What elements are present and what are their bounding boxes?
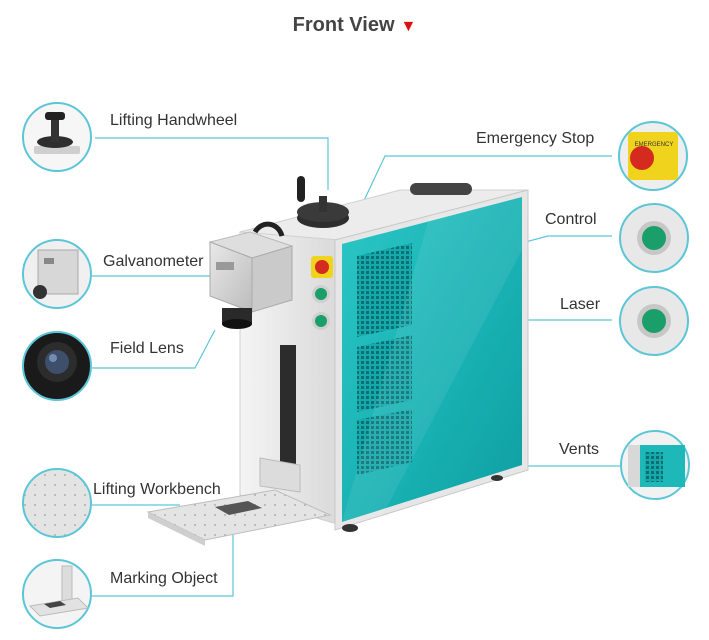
handwheel-knob bbox=[297, 176, 305, 202]
control-button bbox=[315, 288, 327, 300]
title-text: Front View bbox=[292, 14, 395, 36]
label-laser: Laser bbox=[560, 296, 601, 313]
down-triangle-icon: ▼ bbox=[400, 18, 417, 35]
foot-front bbox=[342, 524, 358, 532]
workbench-bracket bbox=[259, 457, 301, 493]
thumb-vents bbox=[620, 430, 690, 500]
label-control: Control bbox=[545, 211, 597, 228]
foot-right bbox=[491, 475, 503, 481]
cable bbox=[252, 221, 285, 237]
label-lifting-handwheel: Lifting Handwheel bbox=[110, 112, 238, 129]
thumb-lifting-workbench bbox=[22, 468, 92, 538]
label-field-lens: Field Lens bbox=[110, 340, 184, 357]
marking-object-plate bbox=[215, 501, 262, 515]
thumb-marking-object bbox=[22, 559, 92, 629]
page-title: Front View ▼ bbox=[0, 14, 709, 37]
galvo-plate bbox=[216, 262, 234, 270]
thumb-lifting-handwheel bbox=[22, 102, 92, 172]
thumb-control bbox=[619, 203, 689, 273]
line-lifting-handwheel bbox=[95, 137, 329, 190]
label-marking-object: Marking Object bbox=[110, 570, 218, 587]
label-vents: Vents bbox=[559, 441, 600, 458]
panel-highlight bbox=[342, 197, 522, 522]
workbench-edge bbox=[148, 512, 205, 546]
laser-button bbox=[315, 315, 327, 327]
vent-middle bbox=[357, 335, 412, 412]
vent-bottom bbox=[357, 409, 412, 475]
handwheel-shaft bbox=[319, 196, 327, 212]
label-galvanometer: Galvanometer bbox=[103, 253, 204, 270]
machine-body bbox=[146, 176, 529, 546]
thumb-emergency-stop: EMERGENCY bbox=[618, 121, 688, 191]
estop-button bbox=[315, 260, 329, 274]
thumb-laser bbox=[619, 286, 689, 356]
estop-sticker-text: EMERGENCY bbox=[635, 142, 674, 148]
label-emergency-stop: Emergency Stop bbox=[476, 130, 595, 147]
column-slot bbox=[280, 345, 296, 470]
carry-handle bbox=[410, 183, 472, 195]
line-field-lens bbox=[92, 329, 216, 369]
galvo-side bbox=[251, 245, 293, 313]
label-lifting-workbench: Lifting Workbench bbox=[93, 481, 221, 498]
line-marking-object bbox=[92, 518, 234, 597]
thumb-galvanometer bbox=[22, 239, 92, 309]
thumb-field-lens bbox=[22, 331, 92, 401]
vent-top bbox=[357, 243, 412, 337]
lens-bottom bbox=[222, 319, 252, 329]
